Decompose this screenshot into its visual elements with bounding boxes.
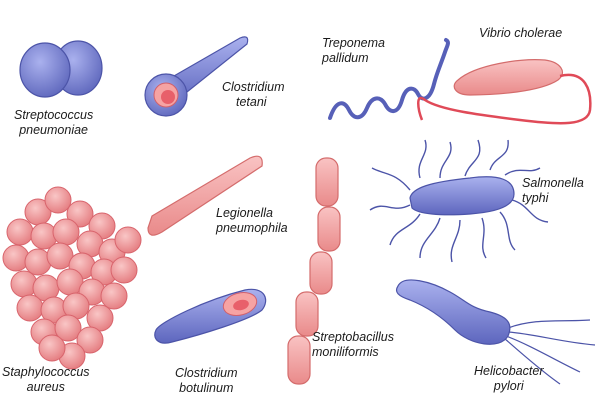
clostridium-tetani-cell (144, 36, 249, 117)
treponema-pallidum-cell (328, 38, 450, 120)
vibrio-cholerae-label: Vibrio cholerae (479, 26, 563, 40)
staph-coccus (16, 294, 44, 322)
staph-coccus (110, 256, 138, 284)
salmonella-typhi-cell (369, 139, 549, 263)
legionella-pneumophila-cell (147, 155, 263, 236)
streptococcus-pneumoniae-cell (19, 40, 103, 98)
staph-coccus (76, 326, 104, 354)
staph-coccus (38, 334, 66, 362)
staph-coccus (66, 200, 94, 228)
helicobacter-pylori-cell (395, 279, 596, 385)
staph-coccus (44, 186, 72, 214)
staph-coccus (114, 226, 142, 254)
staph-coccus (52, 218, 80, 246)
staph-coccus (10, 270, 38, 298)
staph-coccus (6, 218, 34, 246)
staph-coccus (2, 244, 30, 272)
staph-coccus (100, 282, 128, 310)
staph-coccus (54, 314, 82, 342)
clostridium-botulinum-cell (154, 288, 267, 344)
vibrio-cholerae-cell (417, 59, 592, 125)
streptobacillus-moniliformis-cell (287, 157, 341, 385)
staphylococcus-aureus-cell (2, 186, 142, 370)
